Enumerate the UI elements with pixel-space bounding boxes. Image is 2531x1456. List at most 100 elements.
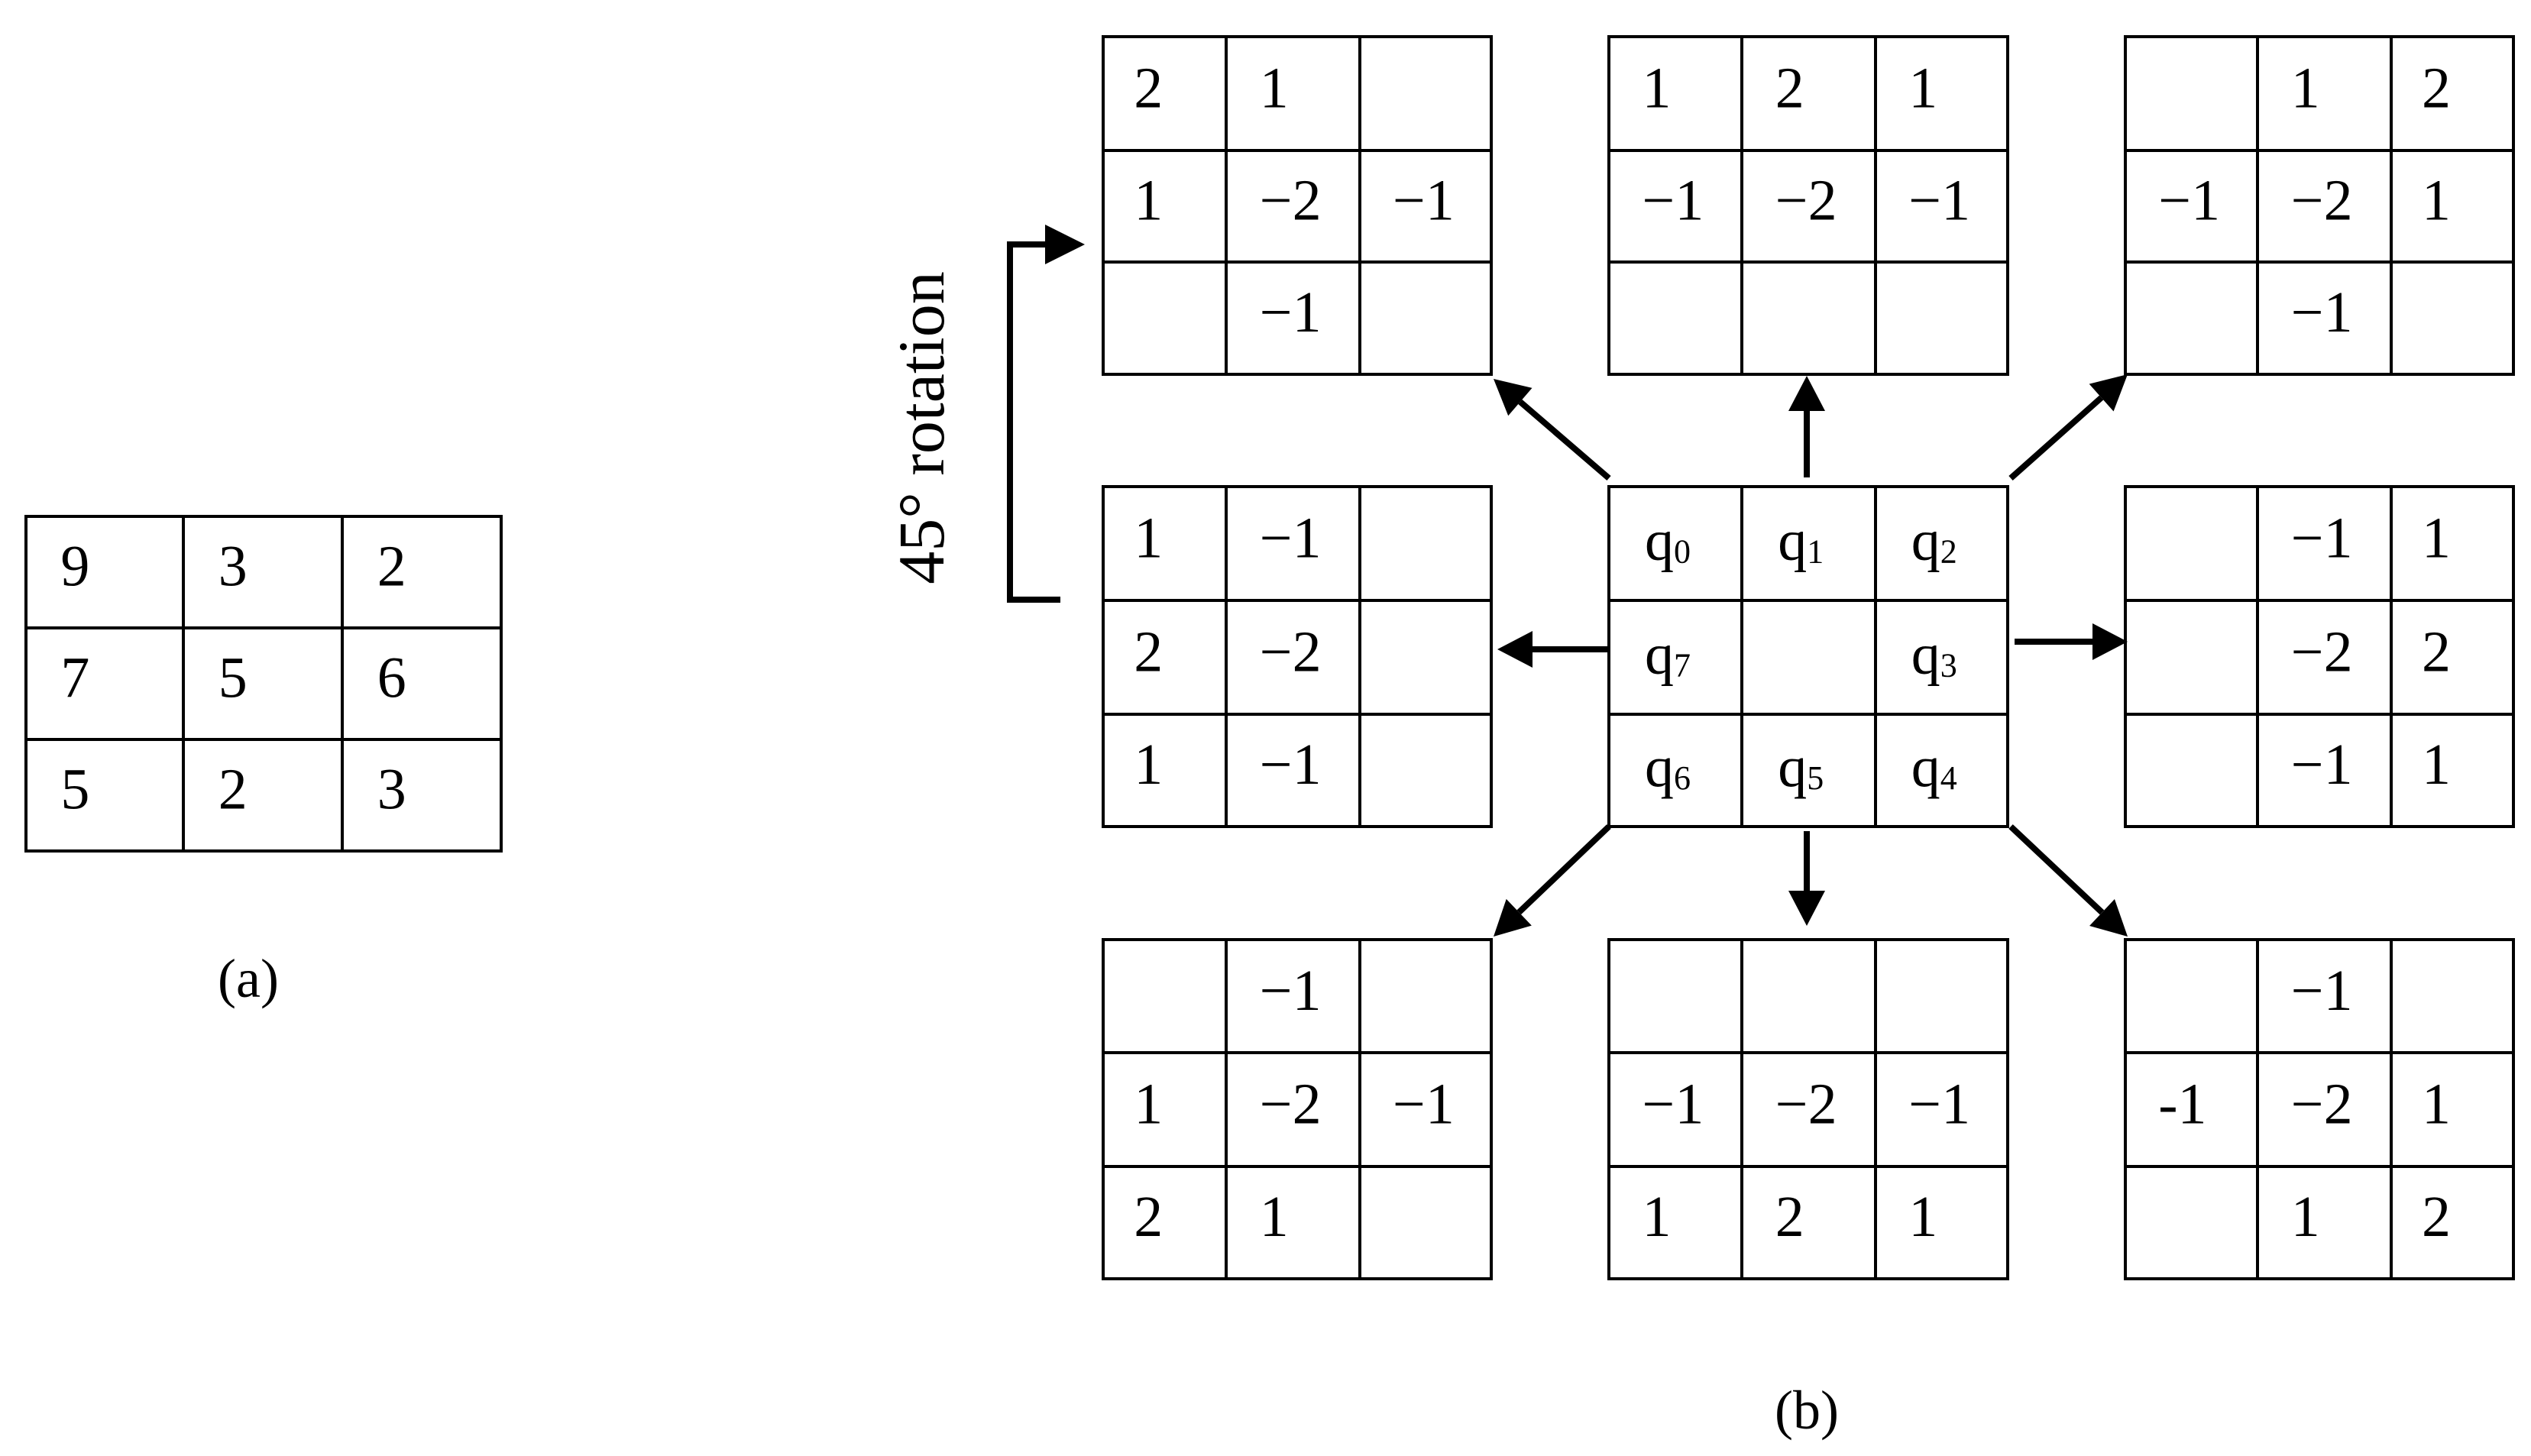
center-grid-cell-2-2	[1874, 713, 2009, 828]
arrow-bottom-right	[2008, 824, 2128, 937]
mask-top-cell-2-1	[1740, 260, 1877, 376]
mask-top-left-cell-0-0	[1102, 35, 1228, 152]
mask-bottom-cell-1-0	[1607, 1051, 1743, 1168]
mask-top-left-value-2-1: −1	[1260, 280, 1322, 345]
input-grid-value-2-2: 3	[377, 758, 406, 822]
mask-bottom-cell-0-1	[1740, 938, 1877, 1054]
mask-bottom-right-value-2-2: 2	[2422, 1185, 2451, 1249]
mask-top-left-cell-1-2	[1358, 149, 1493, 264]
mask-left-value-1-0: 2	[1134, 620, 1163, 684]
mask-right-cell-1-0	[2124, 599, 2259, 716]
mask-top-left-cell-0-2	[1358, 35, 1493, 152]
mask-right-cell-0-2	[2390, 485, 2515, 602]
mask-top-left-value-0-1: 1	[1260, 56, 1289, 120]
mask-left-cell-2-2	[1358, 713, 1493, 828]
mask-top-cell-0-2	[1874, 35, 2009, 152]
mask-top-right-cell-0-0	[2124, 35, 2259, 152]
mask-top-right-cell-0-2	[2390, 35, 2515, 152]
arrow-right	[2015, 623, 2128, 660]
mask-left-cell-0-2	[1358, 485, 1493, 602]
mask-left-cell-0-0	[1102, 485, 1228, 602]
mask-bottom-cell-0-0	[1607, 938, 1743, 1054]
mask-top-left-value-1-1: −2	[1260, 169, 1322, 233]
mask-bottom-right-cell-2-2	[2390, 1165, 2515, 1280]
mask-right-cell-0-1	[2256, 485, 2393, 602]
mask-left-value-0-0: 1	[1134, 506, 1163, 570]
mask-top-right-cell-0-1	[2256, 35, 2393, 152]
mask-top-cell-2-0	[1607, 260, 1743, 376]
arrow-top-left	[1494, 379, 1611, 481]
mask-top-left-cell-2-1	[1225, 260, 1361, 376]
mask-right-value-0-2: 1	[2422, 506, 2451, 570]
arrow-bottom	[1788, 831, 1825, 926]
input-grid-cell-1-0	[24, 626, 185, 741]
mask-bottom-left-cell-0-2	[1358, 938, 1493, 1054]
input-grid-cell-2-2	[341, 738, 503, 853]
mask-top-left-value-1-0: 1	[1134, 169, 1163, 233]
mask-top-cell-0-1	[1740, 35, 1877, 152]
input-grid-cell-0-0	[24, 515, 185, 629]
mask-bottom-left-value-1-0: 1	[1134, 1072, 1163, 1136]
mask-left-value-2-0: 1	[1134, 733, 1163, 797]
mask-bottom-right-cell-0-0	[2124, 938, 2259, 1054]
mask-bottom-left-value-1-2: −1	[1393, 1072, 1455, 1136]
mask-bottom-right-value-2-1: 1	[2291, 1185, 2320, 1249]
mask-top-right-value-2-1: −1	[2291, 280, 2353, 345]
mask-right-cell-2-2	[2390, 713, 2515, 828]
mask-bottom-right-cell-1-2	[2390, 1051, 2515, 1168]
mask-top-right-value-1-1: −2	[2291, 169, 2353, 233]
input-grid-value-2-0: 5	[60, 758, 89, 822]
arrow-top-right	[2008, 374, 2128, 480]
mask-bottom-cell-1-2	[1874, 1051, 2009, 1168]
mask-top-right-cell-2-1	[2256, 260, 2393, 376]
mask-bottom-left-cell-0-0	[1102, 938, 1228, 1054]
mask-bottom-left-value-1-1: −2	[1260, 1072, 1322, 1136]
mask-left-cell-0-1	[1225, 485, 1361, 602]
mask-bottom-left-cell-1-1	[1225, 1051, 1361, 1168]
input-grid-value-0-2: 2	[377, 535, 406, 599]
center-grid-label-0-0: q0	[1645, 508, 1691, 572]
mask-bottom-right-cell-2-0	[2124, 1165, 2259, 1280]
caption-a: (a)	[218, 948, 279, 1009]
mask-bottom-left-cell-1-0	[1102, 1051, 1228, 1168]
mask-bottom-right-cell-1-1	[2256, 1051, 2393, 1168]
mask-bottom-left-value-2-0: 2	[1134, 1185, 1163, 1249]
mask-left: 1−12−21−1	[1102, 485, 1493, 828]
input-grid-value-2-1: 2	[218, 758, 248, 822]
mask-bottom-left-cell-1-2	[1358, 1051, 1493, 1168]
input-grid-cell-0-2	[341, 515, 503, 629]
mask-top-left-cell-2-0	[1102, 260, 1228, 376]
mask-right-value-1-2: 2	[2422, 620, 2451, 684]
mask-left-cell-1-2	[1358, 599, 1493, 716]
direction-arrows	[1494, 374, 2128, 937]
mask-left-value-2-1: −1	[1260, 733, 1322, 797]
mask-right-cell-0-0	[2124, 485, 2259, 602]
mask-top-right-value-0-2: 2	[2422, 56, 2451, 120]
mask-top-left-cell-1-0	[1102, 149, 1228, 264]
mask-bottom-left-value-2-1: 1	[1260, 1185, 1289, 1249]
mask-bottom-right-value-1-0: -1	[2158, 1072, 2206, 1136]
input-grid-value-0-0: 9	[60, 535, 89, 599]
mask-right-value-2-2: 1	[2422, 733, 2451, 797]
mask-bottom-cell-2-0	[1607, 1165, 1743, 1280]
mask-bottom-value-2-0: 1	[1643, 1185, 1672, 1249]
center-grid-cell-0-1	[1740, 485, 1877, 602]
rotation-arrow-head	[1045, 225, 1085, 264]
mask-top-value-1-2: −1	[1908, 169, 1970, 233]
mask-top-right-value-0-1: 1	[2291, 56, 2320, 120]
mask-top-left-value-0-0: 2	[1134, 56, 1163, 120]
center-grid-label-0-1: q1	[1778, 508, 1824, 572]
mask-top-cell-0-0	[1607, 35, 1743, 152]
mask-top-right-cell-1-2	[2390, 149, 2515, 264]
mask-bottom-right-cell-2-1	[2256, 1165, 2393, 1280]
center-grid-label-1-0: q7	[1645, 622, 1691, 686]
input-grid-cell-1-2	[341, 626, 503, 741]
mask-top-right-cell-1-1	[2256, 149, 2393, 264]
input-grid-cell-1-1	[182, 626, 344, 741]
mask-bottom-right-value-0-1: −1	[2291, 959, 2353, 1023]
input-grid-cell-2-0	[24, 738, 185, 853]
